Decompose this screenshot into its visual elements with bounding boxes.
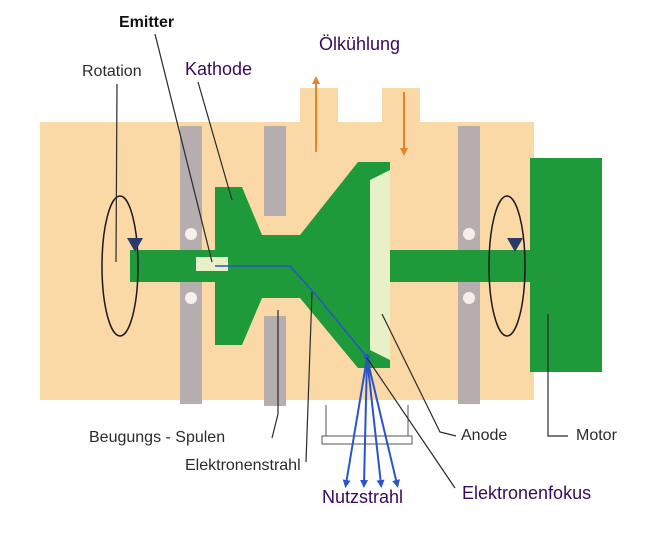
electron-beam-path (215, 265, 367, 357)
label-motor: Motor (576, 427, 617, 444)
oil-port-right (382, 88, 420, 124)
label-oelkuehlung: Ölkühlung (319, 34, 401, 54)
exit-window (321, 405, 413, 445)
label-elektronenfokus: Elektronenfokus (462, 483, 592, 503)
rotation-arrowhead-left (127, 238, 143, 252)
motor-block (530, 158, 602, 372)
electron-focus-dot (364, 354, 370, 360)
oil-port-left (300, 88, 338, 124)
rotor-assembly (130, 162, 535, 368)
label-beugungs-spulen: Beugungs - Spulen (89, 429, 226, 446)
label-anode: Anode (461, 427, 508, 444)
leader-lines (115, 33, 568, 489)
label-elektronenstrahl: Elektronenstrahl (185, 457, 301, 474)
coils (180, 126, 480, 406)
label-nutzstrahl: Nutzstrahl (322, 487, 404, 507)
rotation-ellipse-left (101, 195, 139, 337)
rotation-ellipse-right (488, 195, 526, 337)
label-kathode: Kathode (185, 59, 253, 79)
rotation-arrowhead-right (507, 238, 523, 252)
label-emitter: Emitter (119, 14, 175, 31)
anode-face (370, 170, 390, 360)
useful-beam-rays (342, 357, 400, 488)
label-rotation: Rotation (82, 63, 142, 80)
emitter-element (196, 257, 228, 271)
